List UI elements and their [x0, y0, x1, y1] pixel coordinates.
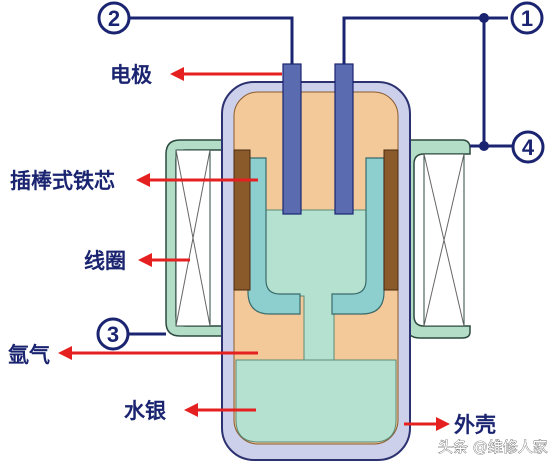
iron-core-right [331, 157, 385, 315]
wire-junction-top [479, 13, 489, 23]
arrows [58, 67, 450, 431]
label-plug-core: 插棒式铁芯 [10, 169, 115, 193]
electrode-left [282, 63, 302, 215]
coil-right [405, 139, 471, 339]
label-mercury: 水银 [124, 400, 167, 423]
label-coil: 线圈 [84, 249, 126, 273]
badge-2: 2 [97, 1, 131, 35]
label-electrode: 电极 [110, 64, 153, 87]
electrode-right [334, 63, 354, 215]
badge-4-label: 4 [522, 135, 535, 160]
badge-3-label: 3 [107, 322, 119, 347]
badge-1-label: 1 [521, 6, 533, 31]
coil-left [165, 139, 223, 337]
badge-2-label: 2 [108, 6, 120, 31]
iron-core [247, 157, 301, 315]
watermark: 头条 @维修人家 [438, 438, 548, 456]
badge-3: 3 [96, 317, 130, 351]
core-strip-right [383, 149, 399, 291]
badge-4: 4 [511, 130, 545, 164]
wire-junction-right [479, 141, 489, 151]
badge-1: 1 [510, 1, 544, 35]
label-shell: 外壳 [454, 413, 496, 437]
mercury-region [235, 359, 397, 443]
core-strip-left [233, 149, 251, 291]
label-argon: 氩气 [8, 343, 50, 367]
